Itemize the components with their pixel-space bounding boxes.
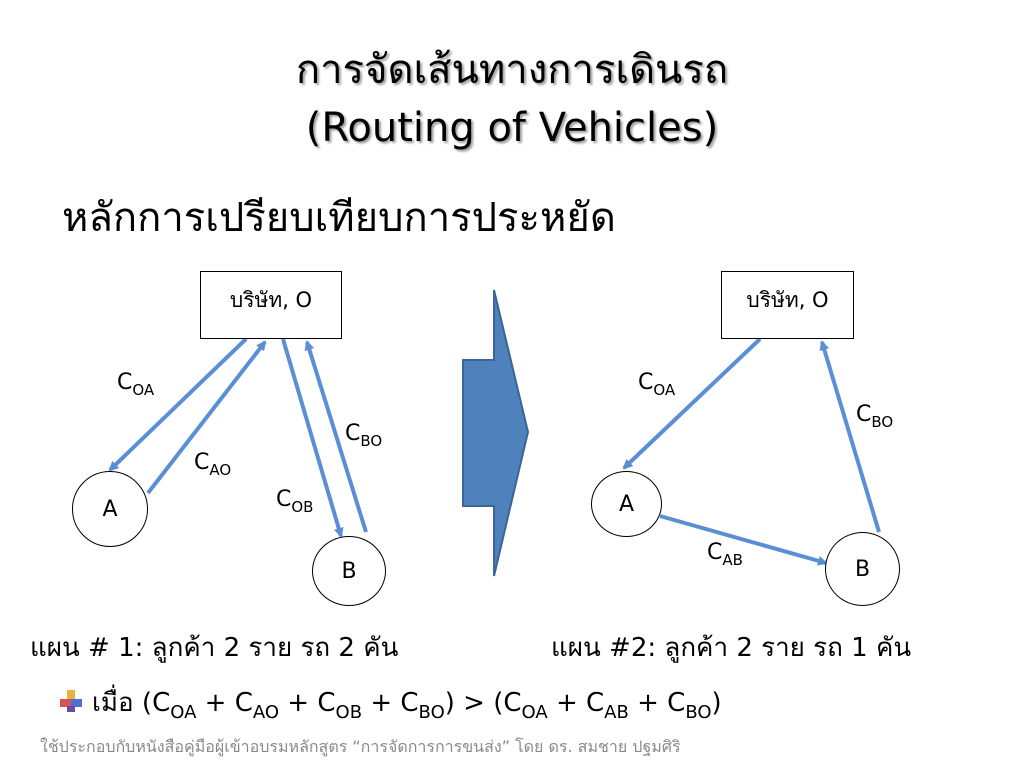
subtitle: หลักการเปรียบเทียบการประหยัด: [62, 195, 616, 241]
plan1-label-cao: CAO: [194, 450, 232, 479]
formula-term: COA +: [503, 688, 587, 723]
plan1-edge-ao: [146, 340, 267, 495]
plan1-caption: แผน # 1: ลูกค้า 2 ราย รถ 2 คัน: [30, 633, 399, 663]
plan1-label-cbo: CBO: [345, 421, 383, 450]
plan2-edge-oa: [622, 337, 762, 470]
title-line-1: การจัดเส้นทางการเดินรถ: [295, 47, 729, 93]
footer-credit: ใช้ประกอบกับหนังสือคู่มือผู้เข้าอบรมหลัก…: [40, 737, 681, 756]
plan2-node-b: B: [825, 532, 900, 606]
plan2-edge-ab: [659, 514, 828, 566]
formula-prefix: เมื่อ (: [92, 688, 153, 718]
formula-term: CBO): [667, 688, 722, 723]
formula-term: CBO) > (: [400, 688, 504, 723]
formula-term: COA +: [152, 688, 235, 723]
plan1-node-a: A: [72, 471, 148, 547]
plan1-edge-oa: [108, 337, 248, 472]
savings-formula: เมื่อ (COA + CAO + COB + CBO) > (COA + C…: [58, 686, 722, 730]
bullet-icon: [60, 690, 82, 712]
formula-term: CAO +: [234, 688, 318, 723]
plan2-edge-bo: [819, 340, 881, 533]
plan1-edge-ob: [281, 338, 344, 538]
plan2-label-coa: COA: [638, 370, 676, 399]
plan2-depot-node: บริษัท, O: [721, 271, 854, 339]
plan1-label-cob: COB: [276, 487, 314, 516]
plan2-label-cbo: CBO: [856, 402, 894, 431]
plan1-label-coa: COA: [117, 370, 155, 399]
formula-term: COB +: [317, 688, 401, 723]
plan1-edge-bo: [304, 340, 368, 533]
plan1-depot-node: บริษัท, O: [200, 271, 342, 339]
plan2-caption: แผน #2: ลูกค้า 2 ราย รถ 1 คัน: [551, 633, 912, 663]
title-line-2: (Routing of Vehicles): [305, 105, 719, 151]
plan2-node-a: A: [591, 471, 662, 537]
plan1-node-b: B: [312, 536, 386, 606]
formula-term: CAB +: [586, 688, 668, 723]
transition-arrow-icon: [462, 289, 530, 577]
plan2-label-cab: CAB: [707, 540, 743, 569]
